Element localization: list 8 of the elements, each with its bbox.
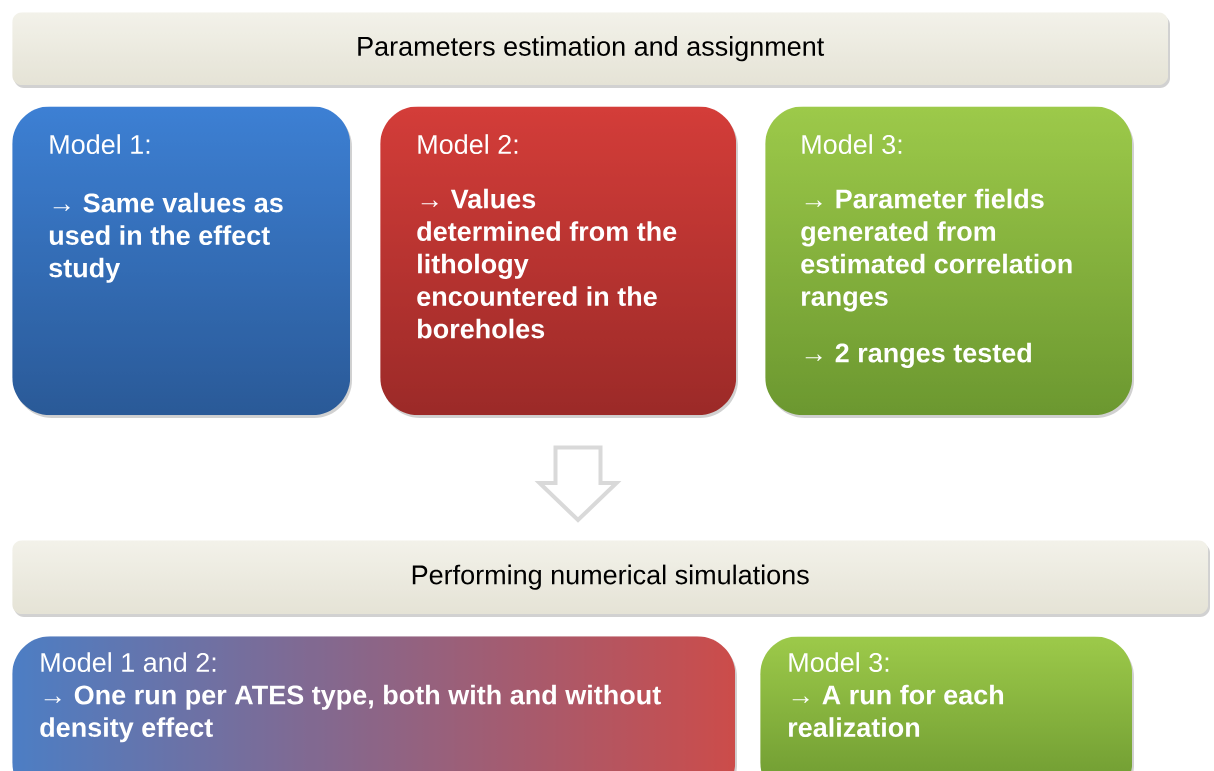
heading-band: Performing numerical simulations [12,540,1210,617]
model-box: Model 1: → Same values as used in the effect study [12,106,352,418]
model-box: Model 1 and 2: → One run per ATES type, both with and without density effect [12,636,737,771]
model-box: Model 3: → Parameter fields generated from estimated correlation ranges → 2 ranges tested [765,106,1134,418]
block-arrow [534,445,622,523]
model-box: Model 2: → Values determined from the lithology encountered in the boreholes [380,106,738,418]
heading-band: Parameters estimation and assignment [12,12,1170,88]
model-box: Model 3: → A run for each realization [760,636,1134,771]
